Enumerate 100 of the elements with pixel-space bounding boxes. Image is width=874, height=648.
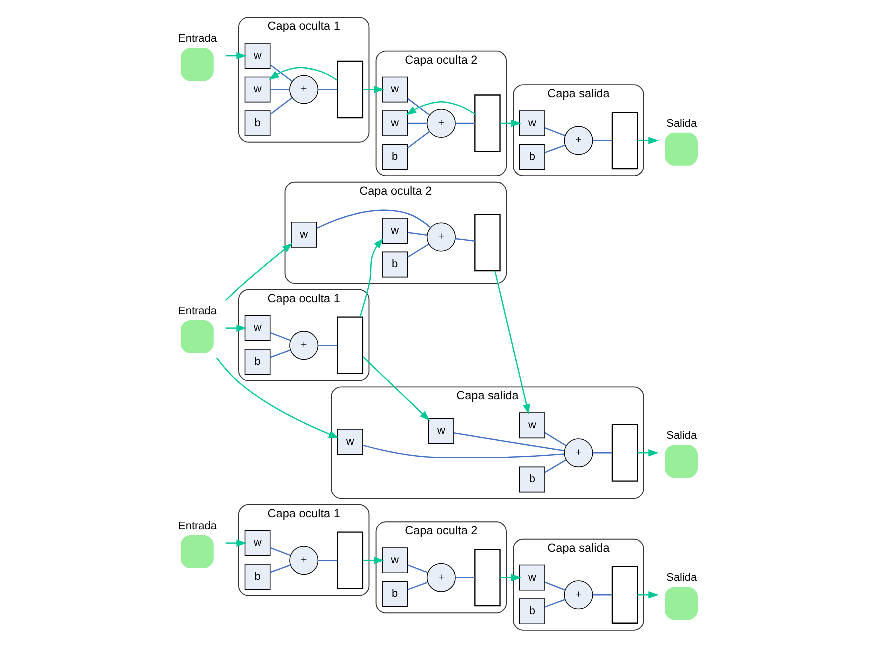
arrow: [224, 243, 292, 302]
node-box: b: [519, 144, 545, 170]
arrow: [362, 556, 384, 564]
node-box: [180, 48, 214, 82]
node-circle: +: [564, 580, 593, 610]
connector: [316, 210, 431, 230]
connector: [270, 350, 290, 358]
node-box: w: [244, 530, 270, 556]
node-box: b: [382, 252, 408, 278]
connector: [544, 128, 566, 136]
connector: [544, 599, 566, 608]
node-box: [474, 549, 500, 607]
arrow: [500, 574, 522, 582]
node-label: Salida: [666, 118, 697, 130]
arrow: [494, 271, 530, 415]
node-box: b: [382, 581, 408, 608]
connector: [592, 140, 612, 142]
arrow: [637, 591, 659, 599]
node-box: [336, 316, 364, 374]
arrow: [216, 357, 339, 438]
arrow: [637, 449, 659, 457]
node-box: [611, 566, 638, 624]
node-box: [664, 132, 698, 166]
connector: [453, 432, 564, 452]
connector: [544, 144, 566, 154]
arrow: [500, 120, 522, 128]
arrow: [637, 137, 659, 144]
node-circle: +: [289, 331, 318, 360]
connector: [270, 564, 290, 574]
connector: [318, 344, 338, 346]
node-box: w: [382, 548, 408, 574]
node-label: Salida: [666, 572, 697, 584]
connector: [455, 122, 475, 124]
arrow: [359, 238, 384, 318]
connector: [270, 89, 290, 90]
arrow: [362, 86, 384, 94]
node-box: [474, 94, 500, 152]
node-box: b: [519, 466, 545, 493]
connector: [407, 244, 429, 258]
node-box: b: [519, 598, 545, 625]
node-circle: +: [426, 222, 456, 252]
node-box: w: [519, 412, 545, 439]
arrow: [225, 324, 247, 332]
node-box: w: [382, 218, 408, 244]
node-circle: +: [564, 438, 593, 468]
node-box: b: [244, 110, 270, 136]
arrow: [225, 540, 247, 547]
connector: [407, 582, 428, 590]
node-box: w: [519, 564, 545, 591]
node-box: [664, 587, 698, 620]
node-box: [336, 60, 364, 119]
arrow: [362, 356, 430, 422]
connector: [318, 560, 338, 562]
connector: [544, 582, 566, 591]
node-box: w: [244, 76, 270, 103]
connector: [544, 432, 566, 446]
connector: [270, 547, 290, 556]
node-circle: +: [289, 546, 318, 576]
node-box: b: [382, 144, 408, 170]
node-box: [474, 214, 500, 272]
connector: [592, 452, 612, 454]
node-box: [664, 445, 698, 478]
connector: [544, 460, 566, 474]
connector: [407, 122, 427, 124]
connector: [407, 98, 430, 116]
node-box: w: [519, 110, 545, 136]
connector: [455, 577, 475, 578]
node-box: w: [428, 418, 454, 444]
node-circle: +: [426, 563, 456, 592]
connector: [270, 332, 290, 342]
node-box: b: [244, 349, 270, 375]
node-circle: +: [564, 126, 593, 156]
connector: [592, 594, 612, 596]
connector: [407, 131, 430, 149]
node-box: w: [382, 76, 408, 103]
node-box: [611, 112, 638, 170]
node-box: w: [244, 43, 270, 69]
arrow: [406, 102, 475, 116]
node-box: b: [244, 564, 270, 590]
connector: [318, 89, 338, 90]
node-circle: +: [289, 75, 318, 104]
connector: [455, 238, 475, 242]
connector: [270, 64, 292, 82]
node-box: [180, 535, 214, 568]
node-box: w: [336, 429, 363, 456]
node-label: Salida: [666, 430, 697, 442]
node-label: Entrada: [178, 520, 216, 532]
node-label: Entrada: [178, 33, 216, 46]
connector: [407, 232, 427, 236]
node-box: [611, 424, 638, 482]
node-label: Entrada: [178, 305, 216, 318]
node-circle: +: [426, 109, 456, 138]
node-box: w: [290, 222, 317, 248]
node-box: [336, 532, 364, 590]
arrow: [268, 67, 338, 82]
connector: [362, 444, 564, 458]
connector: [407, 564, 428, 574]
node-box: w: [382, 110, 408, 136]
arrow: [225, 52, 247, 60]
node-box: [180, 320, 214, 354]
